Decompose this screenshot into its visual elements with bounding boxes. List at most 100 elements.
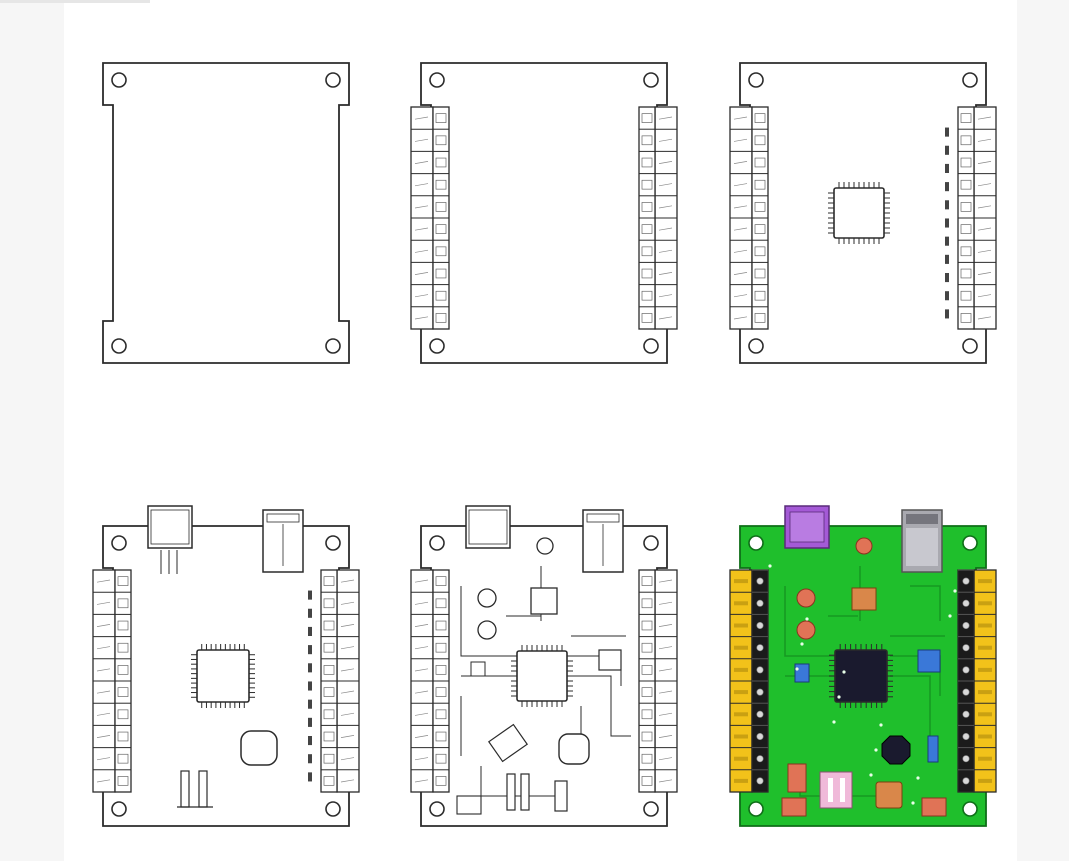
- mounting-hole: [325, 801, 341, 817]
- wire-entry: [733, 116, 748, 120]
- screw: [962, 621, 970, 629]
- pin-label-mark: [308, 645, 312, 655]
- mounting-hole: [962, 535, 978, 551]
- wire-entry: [414, 161, 429, 164]
- screw: [962, 777, 970, 785]
- pin-label-mark: [308, 754, 312, 764]
- pin-label-mark: [308, 736, 312, 746]
- screw-slot: [641, 224, 653, 234]
- screw-slot: [435, 113, 447, 123]
- screw: [962, 688, 970, 696]
- wire-entry: [977, 205, 992, 209]
- wire-entry: [414, 779, 429, 783]
- jack-rim: [586, 513, 620, 523]
- screw-slot: [641, 709, 653, 720]
- screw-slot: [323, 687, 335, 697]
- wire-entry: [733, 205, 748, 209]
- screw-slot: [117, 753, 129, 764]
- wire-entry: [977, 316, 992, 320]
- wire-slot: [734, 623, 748, 628]
- wire-entry: [414, 712, 429, 716]
- mounting-hole: [429, 535, 445, 551]
- via: [874, 748, 878, 752]
- screw-slot: [435, 665, 447, 675]
- via: [911, 801, 915, 805]
- pin-label-mark: [308, 590, 312, 600]
- crystal: [917, 649, 941, 673]
- screw-slot: [641, 665, 653, 675]
- wire-entry: [733, 272, 748, 275]
- screw-slot: [117, 665, 129, 675]
- mounting-hole: [325, 338, 341, 354]
- pin-label-mark: [945, 163, 949, 173]
- pin-label-mark: [945, 200, 949, 210]
- microcontroller: [829, 644, 893, 708]
- screw-slot: [435, 709, 447, 720]
- mounting-hole: [111, 72, 127, 88]
- pin-header: [177, 770, 213, 808]
- screw-slot: [641, 731, 653, 742]
- screw: [756, 755, 764, 763]
- wire-slot: [734, 712, 748, 717]
- wire-entry: [96, 712, 111, 716]
- screw-slot: [641, 290, 653, 301]
- pin-label-mark: [945, 236, 949, 246]
- screw-slot: [641, 179, 653, 190]
- terminal-block: [638, 569, 678, 793]
- usb-inner: [468, 509, 508, 545]
- screw: [962, 732, 970, 740]
- pin-header: [506, 773, 530, 811]
- mounting-hole: [111, 801, 127, 817]
- screw-slot: [117, 709, 129, 720]
- microcontroller: [511, 645, 573, 707]
- via: [805, 617, 809, 621]
- screw-slot: [960, 290, 972, 301]
- wire-entry: [340, 690, 355, 694]
- wire-entry: [658, 138, 673, 142]
- screw-slot: [117, 576, 129, 586]
- via: [916, 776, 920, 780]
- wire-entry: [658, 294, 673, 298]
- screw-slot: [754, 313, 766, 323]
- pin-label-mark: [308, 663, 312, 673]
- wire-slot: [978, 712, 992, 717]
- wire-entry: [414, 579, 429, 583]
- screw-slot: [435, 246, 447, 257]
- screw-slot: [754, 246, 766, 257]
- wire-entry: [414, 116, 429, 120]
- pin-label-mark: [945, 254, 949, 264]
- screw-slot: [435, 268, 447, 279]
- wire-entry: [414, 601, 429, 605]
- pin-label-mark: [308, 626, 312, 636]
- pin: [520, 773, 530, 811]
- wire-entry: [658, 249, 673, 253]
- usb-inner: [789, 511, 825, 543]
- mounting-hole: [429, 801, 445, 817]
- power-jack: [582, 509, 624, 573]
- wire-slot: [978, 645, 992, 650]
- panel-stage-2: [410, 62, 678, 364]
- screw-slot: [754, 113, 766, 123]
- wire-entry: [658, 183, 673, 187]
- screw-slot: [435, 731, 447, 742]
- header-base: [819, 771, 853, 809]
- wire-entry: [340, 624, 355, 627]
- wire-entry: [733, 249, 748, 253]
- terminal-block: [957, 106, 997, 330]
- board-outline: [420, 62, 668, 364]
- wire-entry: [414, 690, 429, 694]
- wire-entry: [414, 757, 429, 761]
- wire-entry: [658, 205, 673, 209]
- smd-diode: [781, 797, 807, 817]
- microcontroller: [828, 182, 890, 244]
- mounting-hole: [111, 535, 127, 551]
- wire-entry: [733, 161, 748, 164]
- capacitor: [796, 620, 816, 640]
- power-jack: [901, 509, 943, 573]
- panel-stage-4: [92, 505, 360, 827]
- chip-body: [834, 649, 888, 703]
- wire-entry: [96, 579, 111, 583]
- screw-slot: [960, 268, 972, 279]
- mounting-hole: [643, 801, 659, 817]
